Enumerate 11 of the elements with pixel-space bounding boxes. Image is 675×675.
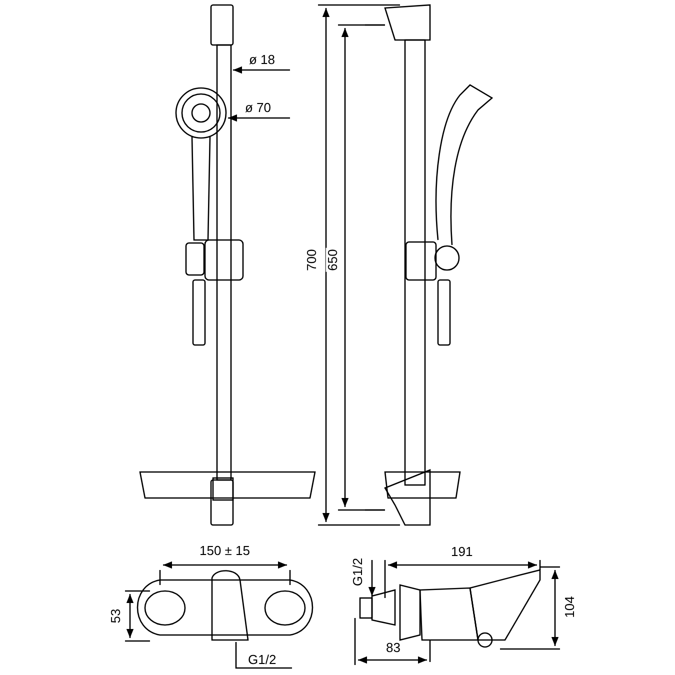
dimension-label: 650 [326,248,340,272]
dimension-label: 53 [109,608,124,624]
dimension-label: 150 ± 15 [198,544,252,558]
dimension-label: 700 [304,248,319,272]
dimension-label: ø 18 [248,53,276,67]
dimension-label: G1/2 [247,653,278,667]
dimension-label: ø 70 [244,101,272,115]
dimension-label: G1/2 [351,556,366,588]
dimension-label: 191 [450,545,474,559]
dimension-label: 83 [385,641,402,655]
dimension-label: 104 [562,595,577,619]
